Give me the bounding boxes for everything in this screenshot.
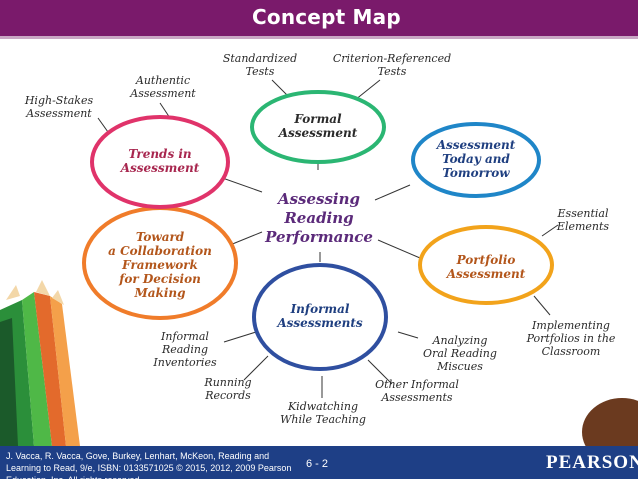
footer-bar: J. Vacca, R. Vacca, Gove, Burkey, Lenhar… (0, 446, 638, 485)
label-implementing-line: Classroom (541, 345, 601, 358)
label-informal-inventories-line: Inventories (153, 356, 217, 369)
label-high-stakes-line: Assessment (26, 107, 92, 120)
node-informal-line: Informal (290, 302, 350, 316)
label-other-informal: Other Informal Assessments (362, 378, 472, 404)
label-implementing-line: Implementing (532, 319, 610, 332)
label-kidwatching: Kidwatching While Teaching (268, 400, 378, 426)
publisher-logo: PEARSON (546, 452, 638, 473)
connector-line (397, 331, 419, 339)
node-portfolio: Portfolio Assessment (436, 253, 536, 281)
label-criterion-line: Criterion-Referenced (332, 52, 452, 65)
center-topic-line: Reading (284, 209, 354, 227)
connector-line (97, 117, 109, 133)
header-bar: Concept Map (0, 0, 638, 36)
node-trends: Trends in Assessment (110, 147, 210, 175)
label-analyzing-line: Miscues (437, 360, 483, 373)
node-collab-line: for Decision (119, 272, 201, 286)
label-authentic-line: Assessment (130, 87, 196, 100)
connector-line (377, 239, 421, 259)
center-topic-line: Assessing (277, 190, 361, 208)
center-topic: Assessing Reading Performance (256, 190, 382, 247)
node-formal-line: Formal (294, 112, 342, 126)
node-today: Assessment Today and Tomorrow (426, 138, 526, 180)
node-today-line: Assessment (436, 138, 516, 152)
pencils-illustration (0, 280, 80, 446)
node-circles (82, 90, 554, 371)
node-collab-line: a Collaboration (108, 244, 212, 258)
label-standardized-line: Tests (245, 65, 275, 78)
node-collab-line: Making (134, 286, 186, 300)
label-informal-inventories-line: Informal (161, 330, 209, 343)
label-authentic-line: Authentic (135, 74, 191, 87)
connector-line (354, 79, 381, 101)
label-running: Running Records (188, 376, 268, 402)
label-implementing: Implementing Portfolios in the Classroom (512, 319, 630, 358)
label-essential-line: Elements (556, 220, 610, 233)
node-portfolio-line: Assessment (446, 267, 526, 281)
label-standardized: Standardized Tests (210, 52, 310, 78)
label-high-stakes-line: High-Stakes (24, 94, 94, 107)
connector-line (374, 184, 411, 201)
label-running-line: Records (205, 389, 251, 402)
label-implementing-line: Portfolios in the (526, 332, 616, 345)
formal-circle (250, 90, 386, 164)
node-collab-line: Framework (122, 258, 198, 272)
label-informal-inventories-line: Reading (161, 343, 209, 356)
center-topic-line: Performance (265, 228, 373, 246)
node-informal-line: Assessments (277, 316, 363, 330)
connector-line (229, 231, 263, 246)
node-today-line: Tomorrow (442, 166, 510, 180)
label-authentic: Authentic Assessment (118, 74, 208, 100)
label-kidwatching-line: While Teaching (280, 413, 366, 426)
node-collab-line: Toward (135, 230, 185, 244)
label-other-informal-line: Other Informal (375, 378, 459, 391)
label-kidwatching-line: Kidwatching (287, 400, 359, 413)
label-essential: Essential Elements (548, 207, 618, 233)
node-trends-line: Assessment (120, 161, 200, 175)
page-title: Concept Map (252, 5, 401, 29)
node-collab: Toward a Collaboration Framework for Dec… (98, 230, 222, 300)
connector-line (243, 355, 269, 381)
node-informal: Informal Assessments (270, 302, 370, 330)
trends-circle (90, 115, 230, 209)
connector-line (541, 224, 559, 237)
footer-citation: J. Vacca, R. Vacca, Gove, Burkey, Lenhar… (6, 451, 292, 485)
label-analyzing-line: Analyzing (432, 334, 488, 347)
label-informal-inventories: Informal Reading Inventories (140, 330, 230, 369)
header-stripe (0, 36, 638, 39)
connector-line (533, 295, 551, 316)
label-running-line: Running (204, 376, 252, 389)
node-formal: Formal Assessment (268, 112, 368, 140)
label-analyzing: Analyzing Oral Reading Miscues (410, 334, 510, 373)
page-number: 6 - 2 (306, 458, 329, 470)
connector-line (367, 359, 393, 385)
label-criterion-line: Tests (377, 65, 407, 78)
node-trends-line: Trends in (128, 147, 192, 161)
node-formal-line: Assessment (278, 126, 358, 140)
node-portfolio-line: Portfolio (456, 253, 516, 267)
label-essential-line: Essential (557, 207, 609, 220)
label-standardized-line: Standardized (222, 52, 298, 65)
connectors (97, 79, 559, 398)
node-today-line: Today and (442, 152, 510, 166)
label-criterion: Criterion-Referenced Tests (322, 52, 462, 78)
label-other-informal-line: Assessments (381, 391, 453, 404)
informal-circle (252, 263, 388, 371)
label-high-stakes: High-Stakes Assessment (14, 94, 104, 120)
today-circle (411, 122, 541, 198)
label-analyzing-line: Oral Reading (423, 347, 497, 360)
connector-line (223, 331, 257, 343)
portfolio-circle (418, 225, 554, 305)
